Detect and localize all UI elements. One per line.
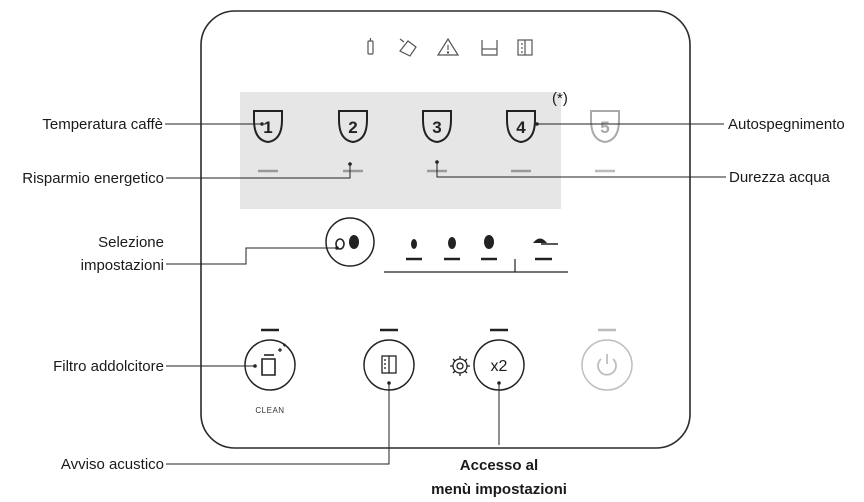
grounds-container-icon — [517, 39, 533, 56]
mild-aroma-icon — [411, 239, 417, 249]
leader-lines — [165, 122, 726, 465]
power-button[interactable] — [581, 328, 633, 391]
descale-icon — [399, 38, 417, 57]
callout-filtro-addolcitore: Filtro addolcitore — [53, 358, 164, 375]
aroma-selector-button[interactable] — [325, 217, 375, 267]
filter-icon — [261, 358, 276, 376]
medium-aroma-icon — [448, 237, 456, 249]
x2-label: x2 — [491, 358, 508, 375]
filter-clean-button[interactable]: CLEAN — [244, 328, 296, 415]
program-number-4: 4 — [516, 118, 526, 137]
milk-tube-icon — [367, 38, 374, 55]
strong-bean-icon — [484, 235, 494, 249]
warning-icon — [436, 37, 460, 56]
grounds-icon — [381, 355, 397, 374]
callout-accesso-al: Accesso al — [460, 457, 538, 474]
program-highlight-band — [240, 92, 561, 209]
callout-impostazioni: impostazioni — [81, 257, 164, 274]
program-number-5: 5 — [600, 118, 609, 137]
pre-ground-icon — [533, 238, 547, 243]
status-icon-row — [367, 37, 533, 57]
asterisk-note: (*) — [552, 90, 568, 107]
callout-durezza-acqua: Durezza acqua — [729, 169, 831, 186]
settings-gear-icon — [450, 356, 470, 376]
callout-avviso-acustico: Avviso acustico — [61, 456, 164, 473]
program-number-3: 3 — [432, 118, 441, 137]
large-bean-icon — [349, 235, 359, 249]
callout-autospegnimento: Autospegnimento — [728, 116, 845, 133]
program-cup-1[interactable]: 1 — [253, 110, 283, 173]
clean-label: CLEAN — [255, 406, 284, 415]
callout-risparmio-energetico: Risparmio energetico — [22, 170, 164, 187]
program-number-2: 2 — [348, 118, 357, 137]
aroma-level-3 — [481, 235, 497, 261]
callout-menu-impostazioni: menù impostazioni — [431, 481, 567, 498]
water-tank-icon — [481, 40, 498, 56]
program-cup-4[interactable]: 4 — [506, 110, 536, 173]
program-number-1: 1 — [263, 118, 272, 137]
aroma-level-2 — [444, 237, 460, 261]
aroma-level-1 — [406, 239, 422, 261]
callout-selezione: Selezione — [98, 234, 164, 251]
small-bean-icon — [335, 238, 345, 250]
program-cup-2[interactable]: 2 — [338, 110, 368, 173]
power-icon — [597, 358, 617, 376]
callout-temperatura-caffe: Temperatura caffè — [42, 116, 163, 133]
pre-ground-indicator — [533, 238, 558, 261]
